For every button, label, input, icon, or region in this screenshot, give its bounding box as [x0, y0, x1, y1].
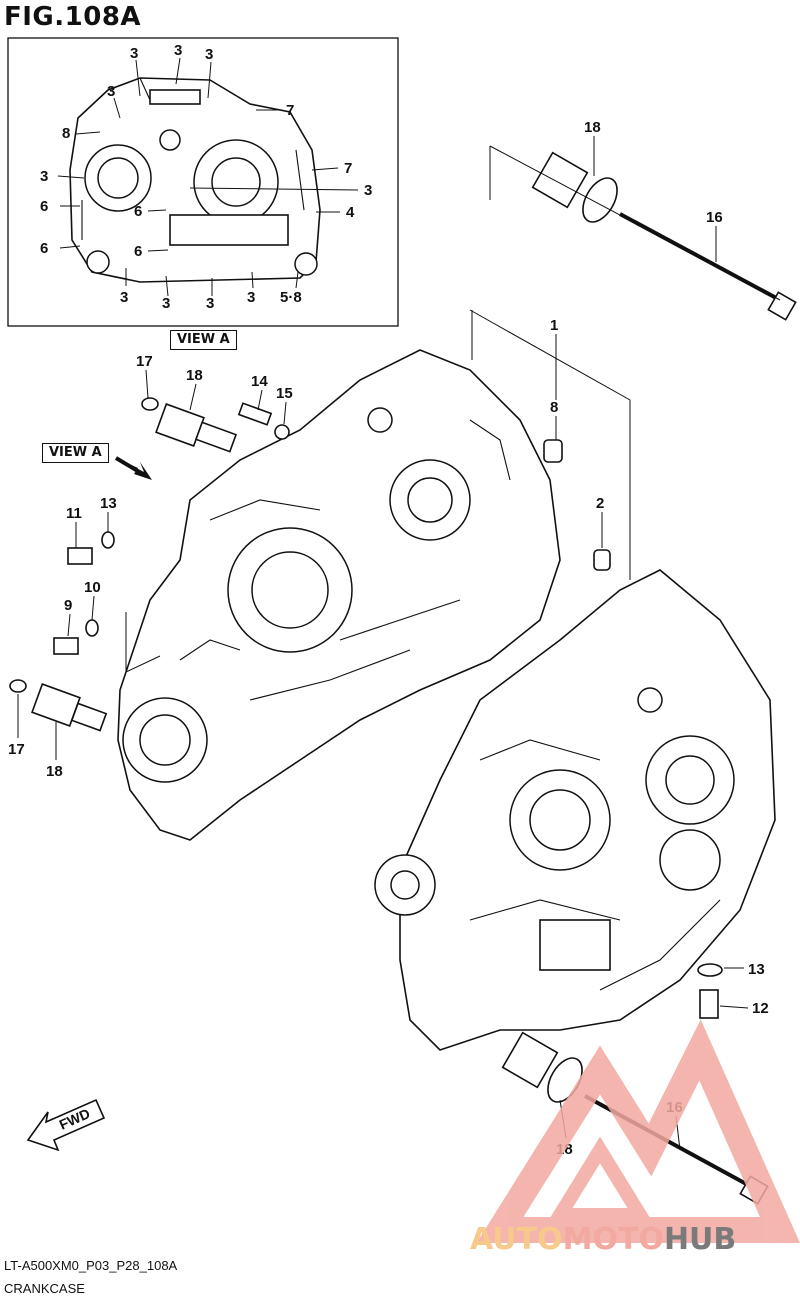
fwd-arrow: FWD	[26, 1098, 106, 1152]
callout-13: 13	[100, 495, 117, 512]
callout-8: 8	[62, 125, 70, 142]
callout-14: 14	[251, 373, 268, 390]
callout-1: 1	[550, 317, 558, 334]
callout-3: 3	[120, 289, 128, 306]
crankcase-right-half	[374, 569, 776, 1051]
callout-3: 3	[162, 295, 170, 312]
diagram-code: LT-A500XM0_P03_P28_108A	[4, 1258, 178, 1273]
watermark-moto: MOTO	[562, 1222, 664, 1257]
callout-18: 18	[186, 367, 203, 384]
view-a-label-main: VIEW A	[42, 443, 109, 463]
callout-3: 3	[364, 182, 372, 199]
callout-17: 17	[8, 741, 25, 758]
callout-3: 3	[205, 46, 213, 63]
callout-4: 4	[346, 204, 355, 221]
callout-17: 17	[136, 353, 153, 370]
callout-3: 3	[130, 45, 138, 62]
callout-6: 6	[134, 203, 142, 220]
stud-bolt-upper	[531, 151, 797, 321]
callout-3: 3	[247, 289, 255, 306]
callout-7: 7	[344, 160, 352, 177]
figure-title: FIG.108A	[4, 2, 142, 32]
small-parts	[9, 397, 723, 1019]
inset-frame	[7, 37, 399, 327]
callout-10: 10	[84, 579, 101, 596]
callout-18: 18	[46, 763, 63, 780]
callout-3: 3	[174, 42, 182, 59]
callout-18: 18	[584, 119, 601, 136]
inset-callout-labels: 3 3 3 3 7 8 3 7 3 6 6 4 6 6 3 3 3 3 5·8	[40, 42, 372, 312]
watermark-text: AUTOMOTOHUB	[470, 1222, 736, 1257]
watermark-logo	[476, 1019, 800, 1243]
callout-5-8: 5·8	[280, 289, 302, 306]
watermark-hub: HUB	[663, 1222, 737, 1257]
view-a-arrow	[114, 456, 152, 480]
inset-crankcase	[69, 77, 321, 283]
callout-3: 3	[206, 295, 214, 312]
callout-6: 6	[40, 240, 48, 257]
callout-3: 3	[107, 83, 115, 100]
watermark-auto: AUTO	[470, 1222, 563, 1257]
callout-6: 6	[134, 243, 142, 260]
callout-2: 2	[596, 495, 604, 512]
part-group-name: CRANKCASE	[4, 1281, 85, 1296]
callout-12: 12	[752, 1000, 769, 1017]
callout-8: 8	[550, 399, 558, 416]
view-a-label-inset: VIEW A	[170, 330, 237, 350]
callout-16: 16	[706, 209, 723, 226]
inset-leaders	[57, 57, 359, 297]
callout-13: 13	[748, 961, 765, 978]
callout-6: 6	[40, 198, 48, 215]
crankcase-left-half	[117, 349, 561, 841]
callout-3: 3	[40, 168, 48, 185]
callout-11: 11	[66, 505, 82, 522]
callout-9: 9	[64, 597, 72, 614]
callout-7: 7	[286, 102, 294, 119]
callout-15: 15	[276, 385, 293, 402]
